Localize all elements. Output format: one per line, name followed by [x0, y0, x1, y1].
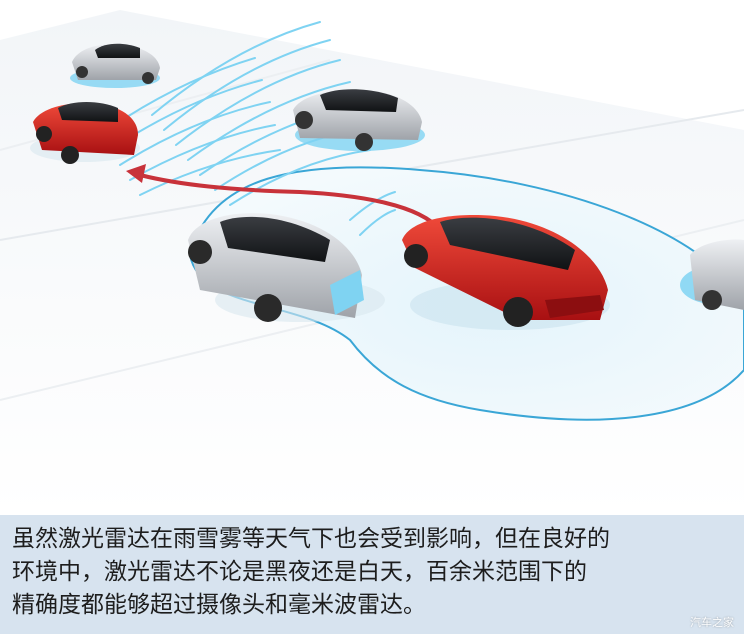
caption-line: 虽然激光雷达在雨雪雾等天气下也会受到影响，但在良好的: [12, 526, 610, 552]
car-ego-red: [402, 215, 610, 330]
autonomous-driving-illustration: [0, 10, 744, 515]
planned-path-arrow: [126, 164, 442, 232]
car-center-silver: [293, 89, 425, 151]
car-far-silver: [70, 43, 160, 88]
car-right-silver: [680, 239, 744, 310]
car-left-red: [30, 102, 140, 164]
caption-line: 精确度都能够超过摄像头和毫米波雷达。: [12, 592, 426, 618]
caption-line: 环境中，激光雷达不论是黑夜还是白天，百余米范围下的: [12, 559, 587, 585]
caption-panel: 虽然激光雷达在雨雪雾等天气下也会受到影响，但在良好的 环境中，激光雷达不论是黑夜…: [0, 515, 744, 634]
caption-text: 虽然激光雷达在雨雪雾等天气下也会受到影响，但在良好的 环境中，激光雷达不论是黑夜…: [12, 523, 737, 622]
watermark: 汽车之家: [690, 616, 734, 629]
car-front-silver: [188, 213, 385, 322]
